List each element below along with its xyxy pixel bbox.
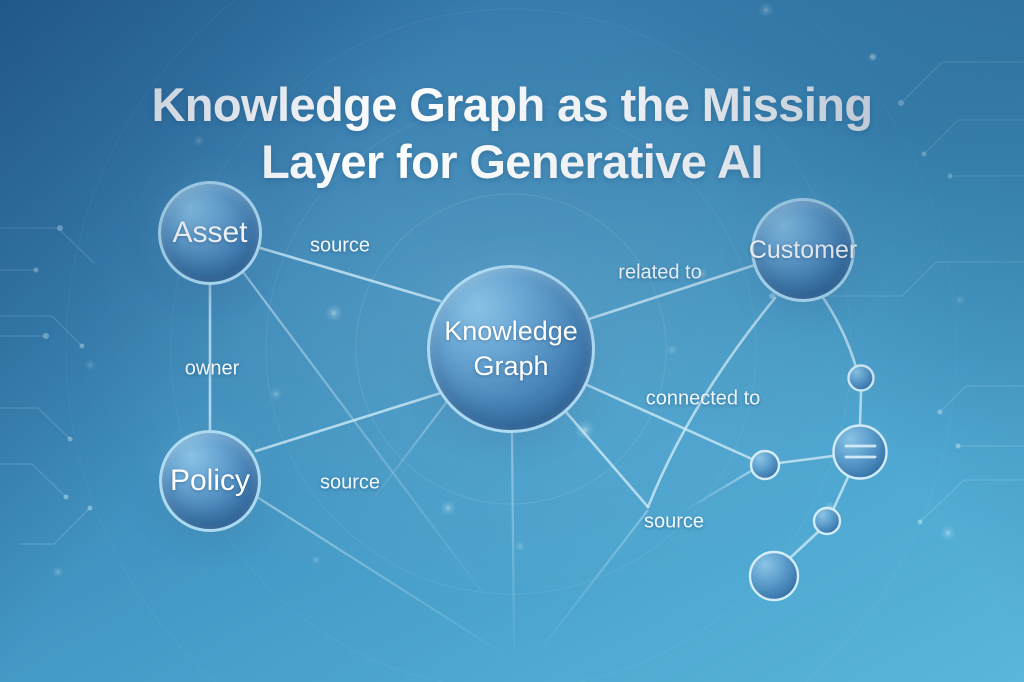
edge-label-connected-to: connected to xyxy=(645,387,761,410)
edge-policy-fade xyxy=(256,496,511,659)
node-asset: Asset xyxy=(158,181,262,285)
node-asset-label: Asset xyxy=(172,216,248,249)
circuit-traces-decoration xyxy=(0,61,1024,545)
edge-label-source-policy: source xyxy=(319,471,381,494)
fading-edges xyxy=(242,271,752,659)
node-kg-label-line1: Knowledge xyxy=(444,316,578,347)
node-knowledge-graph: Knowledge Graph xyxy=(427,265,595,433)
edge-mini-b-d xyxy=(831,475,850,512)
edge-policy-kg xyxy=(254,390,446,453)
edge-kg-down-fade xyxy=(510,431,516,651)
edge-kg-customer xyxy=(587,263,757,321)
edge-customer-vertex xyxy=(646,296,777,509)
node-policy: Policy xyxy=(159,430,261,532)
edge-label-source-cluster: source xyxy=(643,510,705,533)
mini-node xyxy=(748,550,800,602)
mini-node xyxy=(847,364,875,392)
edge-mini-a-b xyxy=(858,390,863,427)
edge-mini-b-c xyxy=(777,454,835,465)
node-customer: Customer xyxy=(748,198,858,302)
equals-icon xyxy=(844,444,877,459)
mini-node-equals xyxy=(832,424,888,480)
graph-edges xyxy=(208,245,863,560)
node-customer-label: Customer xyxy=(748,235,858,264)
mini-node xyxy=(812,506,842,536)
edge-kg-entity xyxy=(583,382,754,461)
edge-kg-vertex xyxy=(564,410,650,509)
edge-kg-downleft-fade xyxy=(369,398,450,504)
edge-entity-fade xyxy=(681,470,752,513)
edge-label-related-to: related to xyxy=(618,261,702,284)
edge-vertex-down-fade xyxy=(533,509,649,659)
edge-label-source-asset: source xyxy=(309,234,371,257)
edge-asset-fade xyxy=(242,271,498,613)
mini-node xyxy=(749,449,781,481)
node-kg-label-line2: Graph xyxy=(473,351,549,381)
edge-customer-mini xyxy=(820,294,858,369)
edge-label-owner: owner xyxy=(184,357,240,380)
edge-asset-kg xyxy=(255,245,442,303)
edge-mini-d-e xyxy=(788,530,820,560)
page-title: Knowledge Graph as the Missing Layer for… xyxy=(0,77,1024,190)
node-policy-label: Policy xyxy=(169,464,251,497)
mini-node-cluster xyxy=(748,364,888,602)
title-line-1: Knowledge Graph as the Missing xyxy=(151,78,873,132)
title-line-2: Layer for Generative AI xyxy=(261,134,763,188)
